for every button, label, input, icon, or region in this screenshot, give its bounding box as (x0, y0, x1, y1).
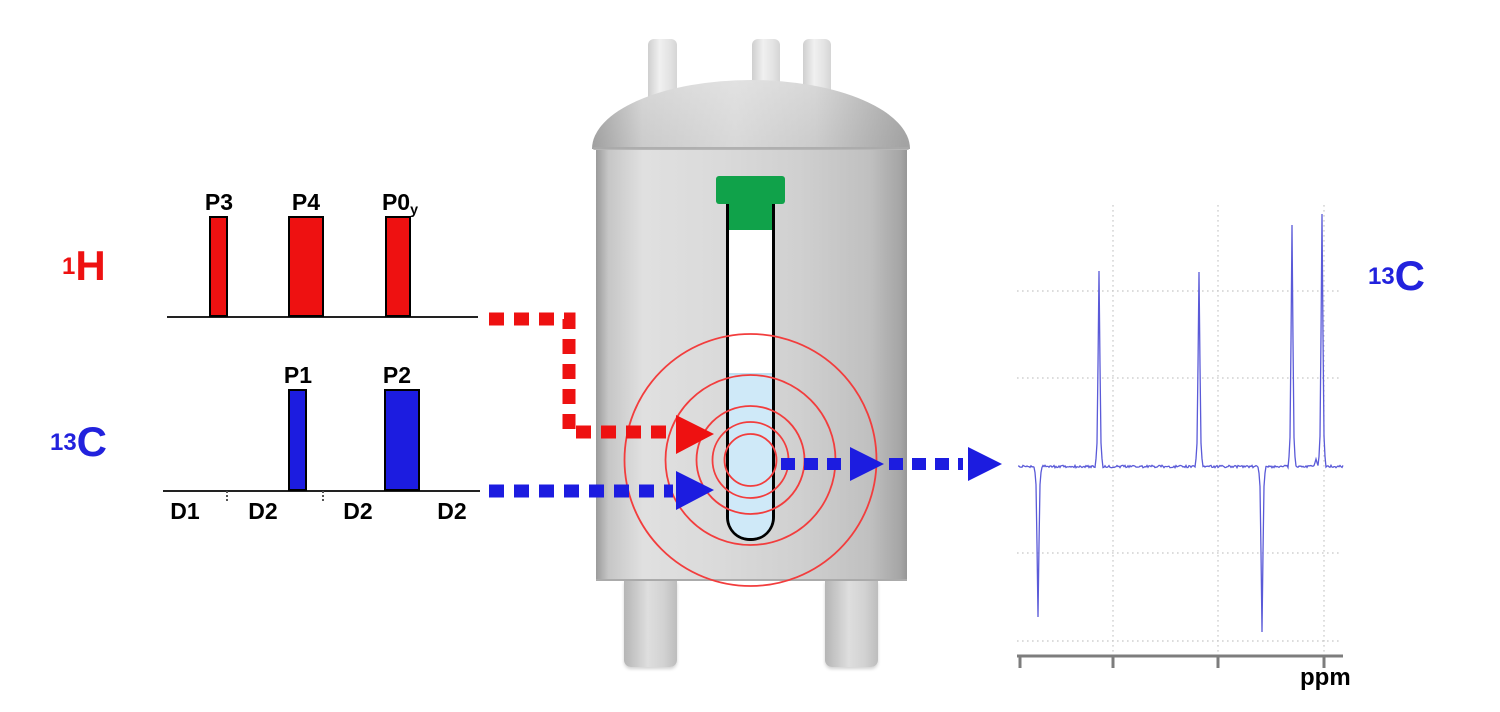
h1-symbol: H (75, 242, 106, 289)
ppm-axis-label: ppm (1300, 664, 1351, 691)
pulse-p2 (384, 389, 420, 491)
pulse-p2-label: P2 (382, 362, 412, 388)
spectrum-plot (1017, 205, 1344, 668)
magnet-dome (592, 80, 910, 149)
pulse-p3-label: P3 (204, 189, 234, 215)
delay-d2-label: D2 (343, 498, 373, 524)
c13-channel-label: 13C (50, 421, 107, 463)
delay-boundary-tick (226, 491, 228, 501)
magnet-leg-left (624, 581, 677, 667)
h1-baseline (167, 316, 478, 318)
delay-d2-label: D2 (437, 498, 467, 524)
sample-liquid (729, 373, 772, 538)
c13-symbol: C (76, 418, 107, 465)
magnet-leg-right (825, 581, 878, 667)
delay-d1-label: D1 (170, 498, 200, 524)
h1-superscript: 1 (62, 253, 76, 280)
pulse-p1-label: P1 (283, 362, 313, 388)
tube-cap-stem (729, 202, 772, 230)
delay-d2-label: D2 (248, 498, 278, 524)
tube-cap (716, 176, 785, 204)
c13-superscript: 13 (50, 429, 77, 456)
pulse-p4 (288, 216, 324, 317)
pulse-p1 (288, 389, 307, 491)
pulse-p3 (209, 216, 228, 317)
c13-baseline (163, 490, 480, 492)
delay-boundary-tick (322, 491, 324, 501)
sample-tube (726, 201, 775, 541)
spectrum-nucleus-label: 13C (1368, 252, 1425, 299)
pulse-p4-label: P4 (291, 189, 321, 215)
pulse-p0y (385, 216, 411, 317)
magnet-seam (593, 147, 909, 150)
pulse-p0y-label: P0y (381, 189, 419, 218)
h1-channel-label: 1H (62, 245, 106, 287)
